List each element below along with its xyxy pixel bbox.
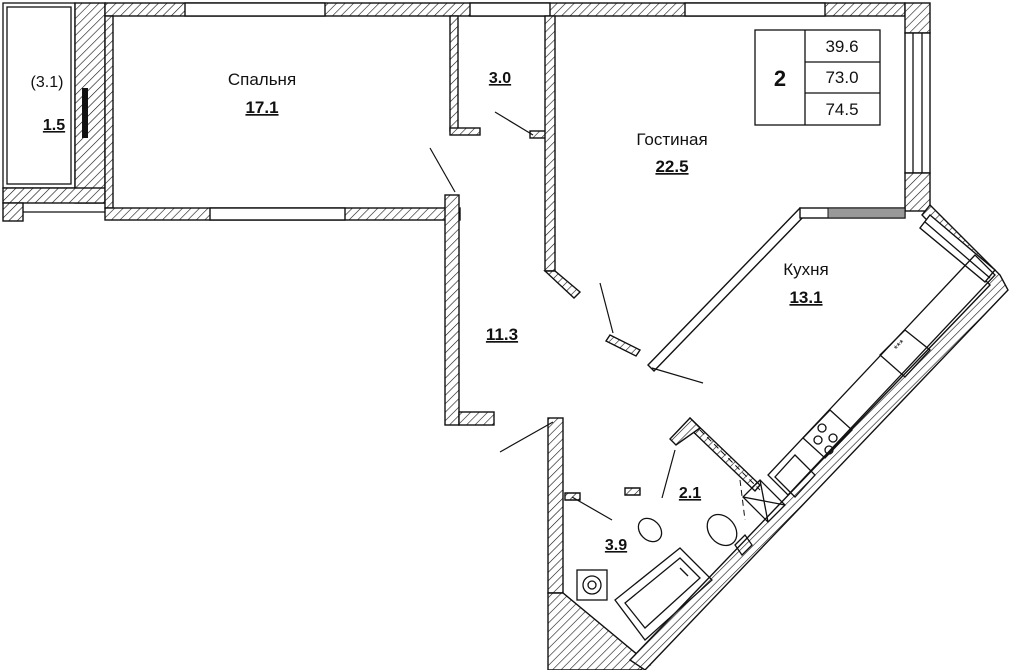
kitchen-fixtures: *** [742,254,996,523]
living-name: Гостиная [636,130,707,149]
kitchen-exterior-wall [628,203,1009,670]
summary-table: 2 39.6 73.0 74.5 [754,29,881,126]
bedroom-area: 17.1 [245,98,278,117]
washbasin-icon [637,517,663,543]
hall-area: 11.3 [486,325,518,344]
balcony [2,2,110,222]
bathroom-fixtures [576,513,753,641]
exterior-wall-right [904,32,931,212]
bedroom-wall [104,15,461,221]
living-area-label: 22.5 [655,157,688,176]
toilet-area: 2.1 [679,485,701,502]
rooms-count: 2 [774,66,786,91]
door-swings [429,111,704,521]
closet-walls [449,15,582,299]
total-with-balcony: 74.5 [825,100,858,119]
closet-area: 3.0 [489,70,511,87]
sink-icon [774,454,816,498]
balcony-area-full: (3.1) [31,74,64,91]
living-area: 39.6 [825,37,858,56]
fridge-icon [879,329,931,378]
kitchen-name: Кухня [783,260,829,279]
kitchen-partition [604,207,906,372]
bathtub-icon [614,547,713,641]
balcony-area: 1.5 [43,117,65,134]
toilet-icon [706,513,738,547]
stove-icon [802,409,853,459]
boiler-icon [576,569,608,601]
total-area: 73.0 [825,68,858,87]
bedroom-name: Спальня [228,70,296,89]
bathroom-walls [564,416,761,521]
kitchen-area: 13.1 [789,288,822,307]
hall-walls [444,194,652,670]
exterior-wall-top [104,2,931,34]
bathroom-area: 3.9 [605,537,627,554]
